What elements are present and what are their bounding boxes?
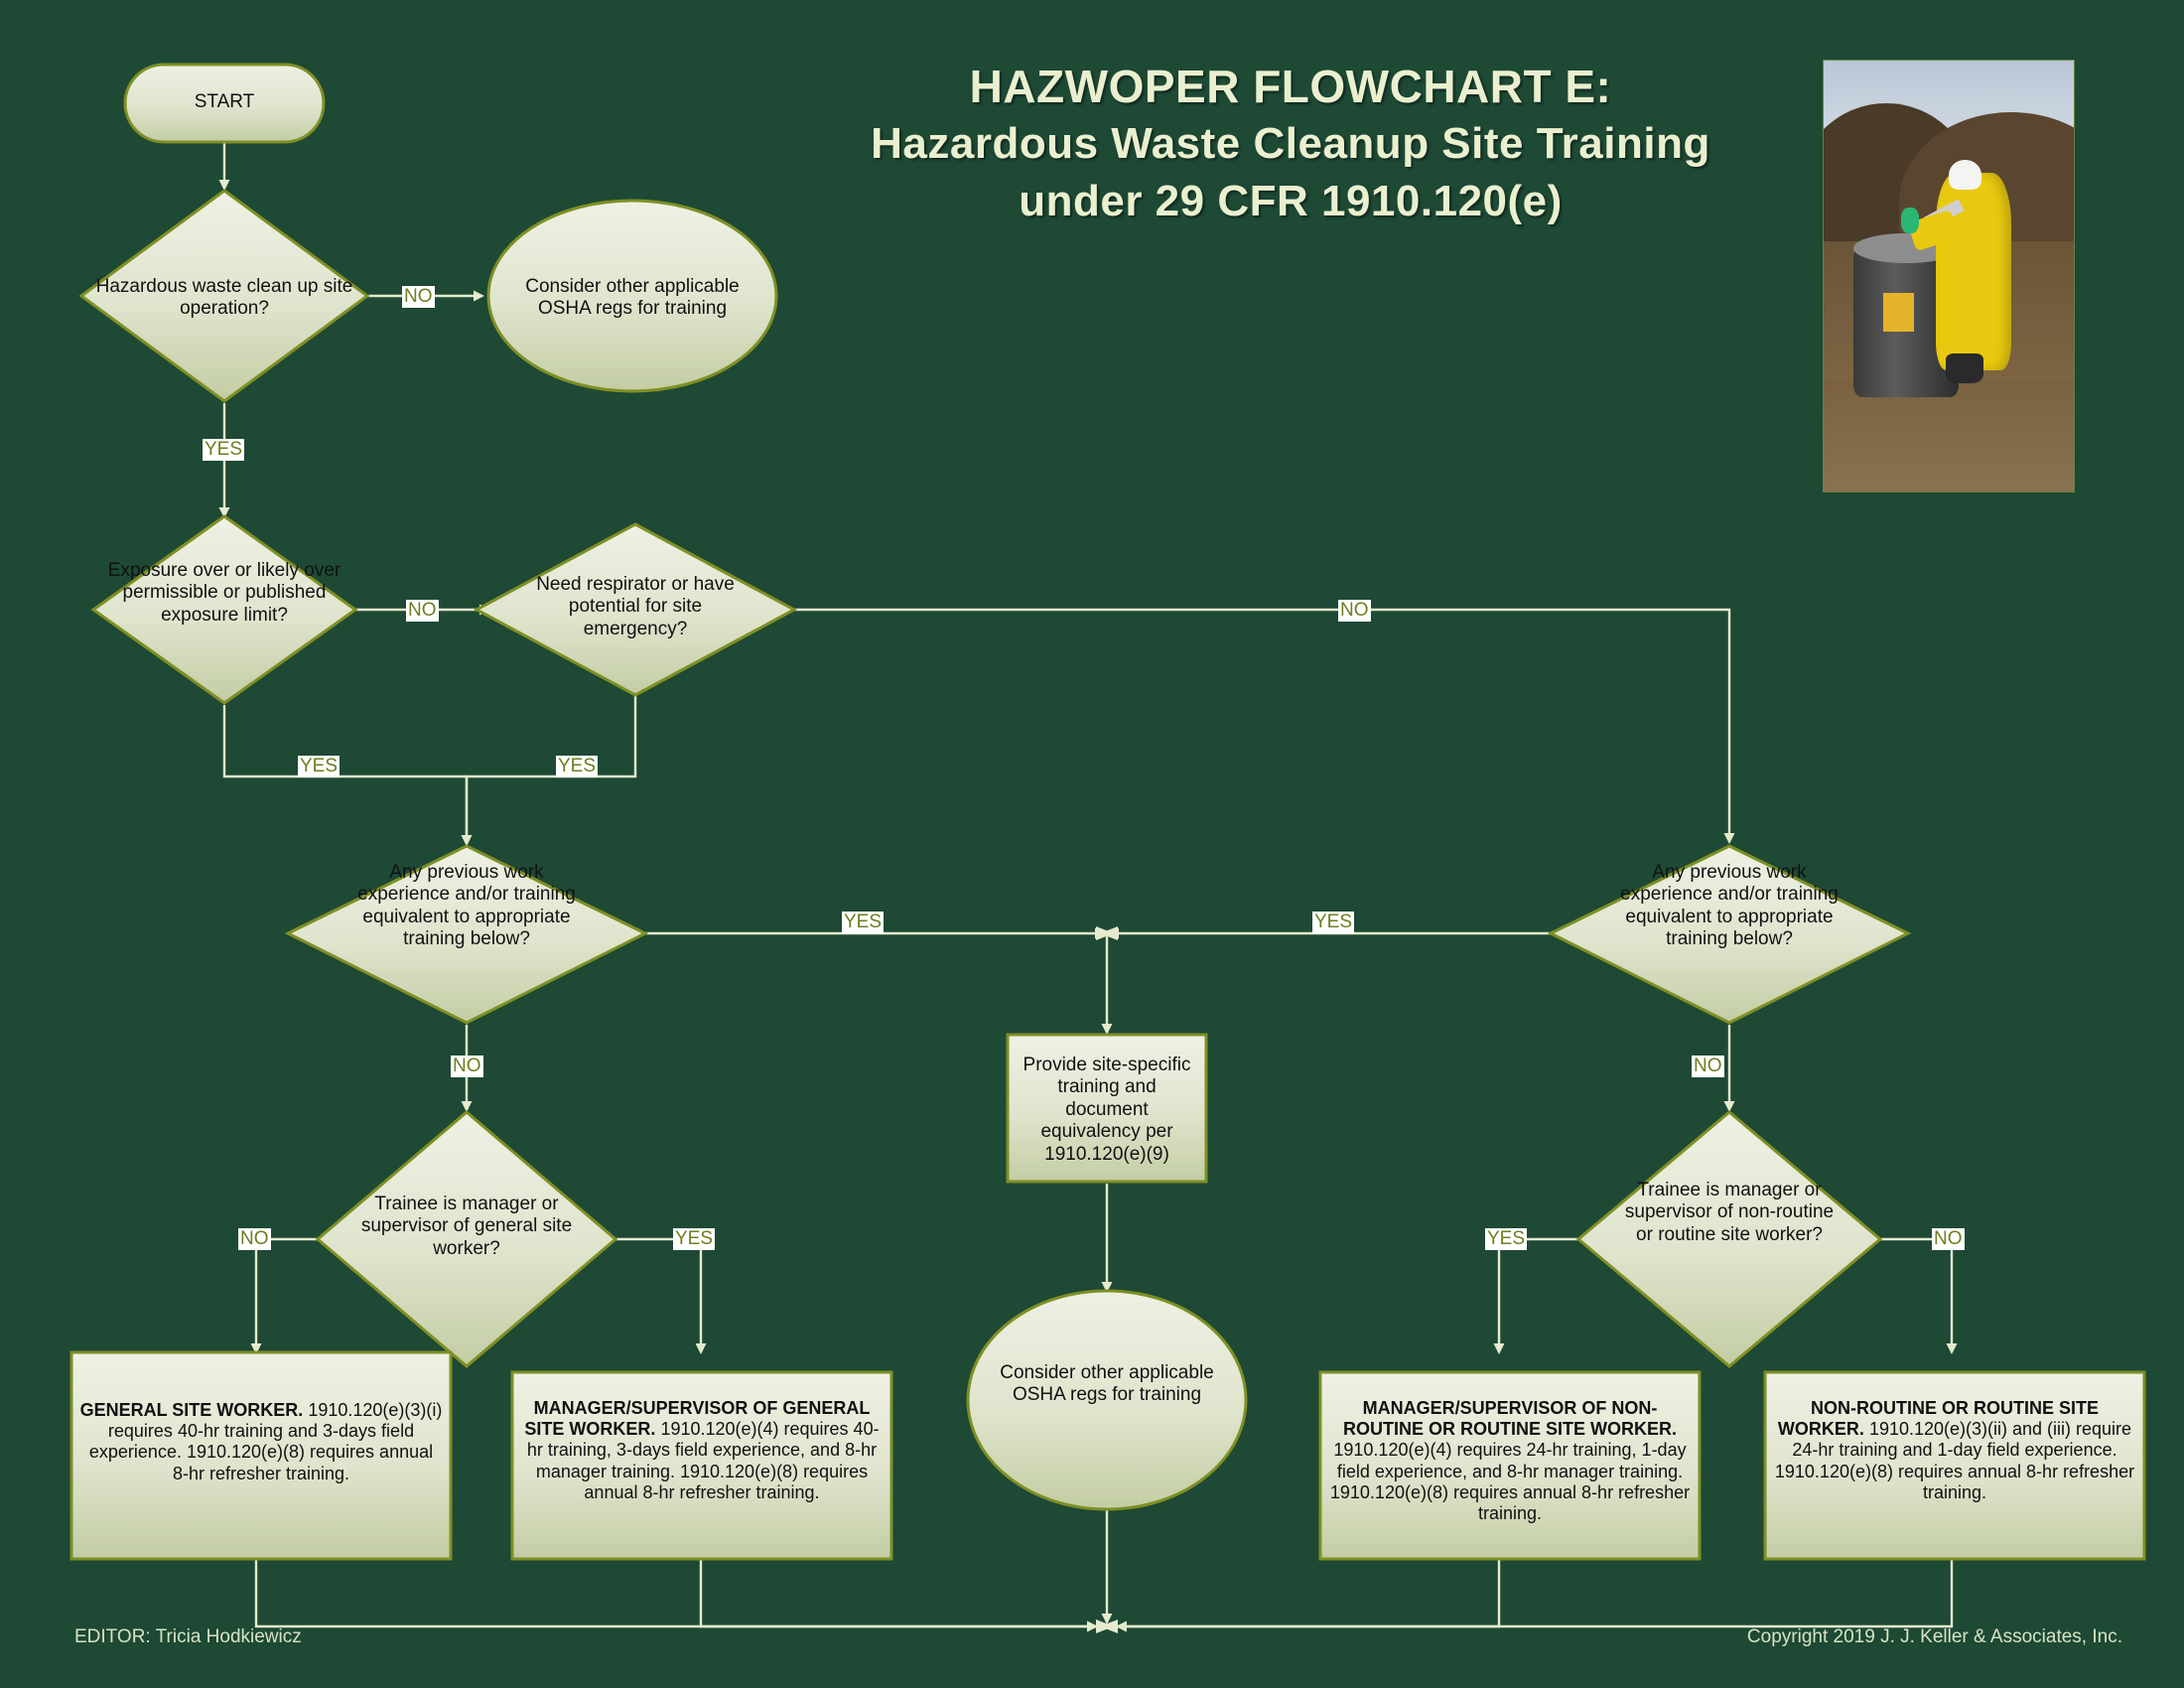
- title-line-1: HAZWOPER FLOWCHART E:: [969, 61, 1612, 112]
- node-consider-top: [486, 199, 778, 393]
- node-provide-sitespecific: [1006, 1033, 1208, 1184]
- edge-label-yes-prev-left: YES: [842, 912, 885, 933]
- edge-trainee-left-yes: [606, 1237, 707, 1354]
- page-title: HAZWOPER FLOWCHART E: Hazardous Waste Cl…: [754, 58, 1827, 230]
- edge-label-yes-exposure: YES: [298, 756, 341, 777]
- title-line-2: Hazardous Waste Cleanup Site Training: [871, 119, 1710, 168]
- node-q-trainee-left: [315, 1110, 618, 1368]
- node-mgr-nonroutine: [1318, 1370, 1702, 1561]
- edge-label-no-exposure: NO: [406, 600, 439, 622]
- edge-exposure-yes: [222, 705, 473, 846]
- hazmat-worker-photo: [1823, 60, 2075, 492]
- edge-label-yes-respirator: YES: [556, 756, 599, 777]
- edge-label-no-trainee-left: NO: [238, 1228, 271, 1250]
- node-nonroutine: [1763, 1370, 2146, 1561]
- junction-markers: [1096, 926, 1118, 1633]
- edge-trainee-right-no: [1870, 1237, 1958, 1354]
- edge-bottom-return-4: [1116, 1559, 1954, 1632]
- node-shapes: [69, 63, 2146, 1561]
- node-q-hazwaste: [78, 189, 370, 403]
- title-line-3: under 29 CFR 1910.120(e): [1019, 177, 1563, 225]
- edge-label-yes-prev-right: YES: [1312, 912, 1355, 933]
- edge-label-no-hazwaste: NO: [402, 286, 435, 308]
- node-general-site-worker: [69, 1350, 453, 1561]
- node-consider-center: [966, 1289, 1248, 1511]
- edge-trainee-left-no: [250, 1237, 328, 1354]
- edge-label-no-prev-right: NO: [1692, 1055, 1724, 1077]
- node-start: [123, 63, 326, 144]
- node-q-exposure: [90, 514, 358, 705]
- node-mgr-general: [510, 1370, 893, 1561]
- edge-bottom-return-3: [1116, 1559, 1501, 1632]
- edge-label-no-respirator: NO: [1338, 600, 1371, 622]
- edge-bottom-return-1: [254, 1559, 1098, 1632]
- node-q-prev-left: [284, 844, 649, 1025]
- edge-trainee-right-yes: [1493, 1237, 1588, 1354]
- edge-bottom-return-2: [699, 1559, 1098, 1632]
- copyright-notice: Copyright 2019 J. J. Keller & Associates…: [1746, 1626, 2122, 1647]
- node-q-respirator: [473, 522, 798, 697]
- node-q-trainee-right: [1575, 1110, 1883, 1368]
- edge-respirator-no: [784, 608, 1735, 844]
- edge-label-no-trainee-right: NO: [1932, 1228, 1965, 1250]
- edge-label-yes-trainee-right: YES: [1485, 1228, 1528, 1250]
- edge-label-no-prev-left: NO: [451, 1055, 483, 1077]
- editor-credit: EDITOR: Tricia Hodkiewicz: [74, 1626, 302, 1647]
- node-q-prev-right: [1547, 844, 1912, 1025]
- edge-label-yes-trainee-left: YES: [673, 1228, 716, 1250]
- edge-respirator-yes: [461, 695, 637, 846]
- edge-label-yes-hazwaste: YES: [203, 439, 245, 461]
